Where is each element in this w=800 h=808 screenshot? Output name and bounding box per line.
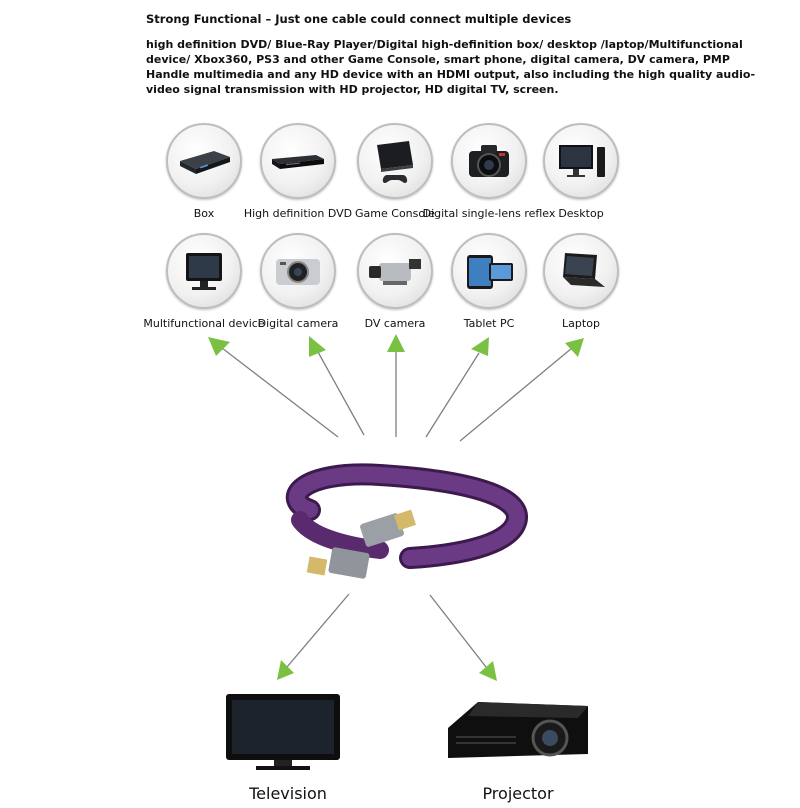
device-tablet: Tablet PC [404, 233, 574, 343]
dvd-player-icon [272, 155, 324, 169]
hdmi-cable-icon [285, 463, 528, 579]
desktop-computer-icon [559, 145, 605, 177]
projector-icon [448, 702, 588, 758]
device-dv-camera: DV camera [310, 233, 480, 343]
arrow-head-icon [479, 661, 497, 681]
camcorder-icon [369, 259, 421, 285]
tablet-icon [467, 255, 513, 289]
output-label: Projector [482, 784, 554, 803]
arrow-line [459, 347, 573, 442]
description: high definition DVD/ Blue-Ray Player/Dig… [146, 38, 756, 96]
arrow-line [286, 593, 350, 668]
monitor-icon [186, 253, 222, 290]
arrow-head-icon [277, 660, 294, 680]
dslr-camera-icon [469, 145, 509, 177]
arrow-line [221, 347, 339, 438]
device-label: Laptop [562, 317, 600, 330]
heading: Strong Functional – Just one cable could… [146, 12, 572, 26]
device-laptop: Laptop [496, 233, 666, 343]
device-label: Digital single-lens reflex [422, 207, 556, 220]
arrow-line [425, 352, 480, 438]
device-circle [166, 123, 242, 199]
device-circle [543, 233, 619, 309]
output-television: Television [208, 688, 368, 808]
device-label: Desktop [558, 207, 604, 220]
device-label: Digital camera [257, 317, 339, 330]
device-label: High definition DVD [243, 207, 353, 220]
arrow-line [429, 594, 487, 668]
device-circle [543, 123, 619, 199]
device-circle [451, 123, 527, 199]
device-label: Game Console [355, 207, 435, 220]
device-digital-camera: Digital camera [213, 233, 383, 343]
device-label: Multifunctional device [143, 317, 265, 330]
device-circle [166, 233, 242, 309]
television-icon [226, 694, 340, 770]
device-desktop: Desktop [496, 123, 666, 233]
game-console-icon [377, 141, 413, 183]
set-top-box-icon [180, 151, 230, 174]
device-multifunctional: Multifunctional device [119, 233, 289, 343]
device-dvd: High definition DVD [213, 123, 383, 233]
device-circle [451, 233, 527, 309]
device-label: DV camera [364, 317, 426, 330]
device-circle [260, 233, 336, 309]
device-circle [260, 123, 336, 199]
compact-camera-icon [276, 259, 320, 285]
device-circle [357, 123, 433, 199]
device-circle [357, 233, 433, 309]
device-dslr: Digital single-lens reflex [404, 123, 574, 233]
output-projector: Projector [438, 688, 598, 808]
arrow-line [317, 351, 365, 436]
device-label: Box [193, 207, 215, 220]
output-label: Television [249, 784, 327, 803]
device-label: Tablet PC [463, 317, 515, 330]
laptop-icon [563, 253, 605, 287]
device-box: Box [119, 123, 289, 233]
device-game-console: Game Console [310, 123, 480, 233]
